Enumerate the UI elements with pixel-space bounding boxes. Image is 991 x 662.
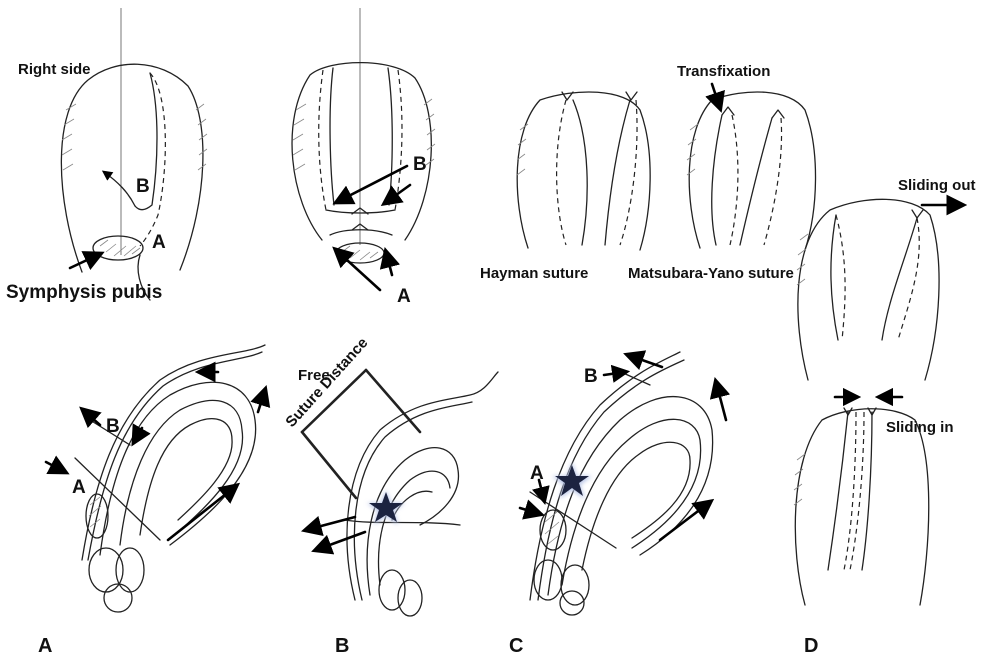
label-right-side: Right side xyxy=(18,61,91,78)
label-hayman-suture: Hayman suture xyxy=(480,265,588,282)
label-point-b: B xyxy=(584,366,598,387)
label-suture-distance: Suture Distance xyxy=(282,334,371,430)
label-point-a: A xyxy=(530,463,544,484)
label-sliding-out: Sliding out xyxy=(898,177,975,194)
panel-label-c: C xyxy=(509,635,523,657)
label-matsubara-yano-suture: Matsubara-Yano suture xyxy=(628,265,794,282)
bottom-c-sagittal: A B xyxy=(518,350,731,616)
label-point-a: A xyxy=(152,232,166,253)
bottom-a-sagittal: A B xyxy=(44,344,271,613)
label-free: Free xyxy=(298,367,330,384)
panel-label-a: A xyxy=(38,635,52,657)
top-middle-uterus: B A xyxy=(291,8,436,307)
star-icon xyxy=(367,490,405,525)
label-point-b: B xyxy=(106,416,120,437)
label-point-a: A xyxy=(72,477,86,498)
label-symphysis-pubis: Symphysis pubis xyxy=(6,282,162,303)
label-point-a: A xyxy=(397,286,411,307)
top-right-sutures: Hayman suture Transfixation Matsubara-Ya… xyxy=(480,63,817,282)
star-icon xyxy=(552,462,592,499)
bottom-b-sagittal: Free Suture Distance xyxy=(282,334,499,617)
right-column-sliding: Sliding out Sliding in xyxy=(793,177,975,606)
label-sliding-in: Sliding in xyxy=(886,419,954,436)
label-point-b: B xyxy=(413,154,427,175)
panel-label-d: D xyxy=(804,635,818,657)
top-left-uterus: Right side B A Symphysis pubis xyxy=(6,8,208,303)
panel-label-b: B xyxy=(335,635,349,657)
label-point-b: B xyxy=(136,176,150,197)
label-transfixation: Transfixation xyxy=(677,63,770,80)
